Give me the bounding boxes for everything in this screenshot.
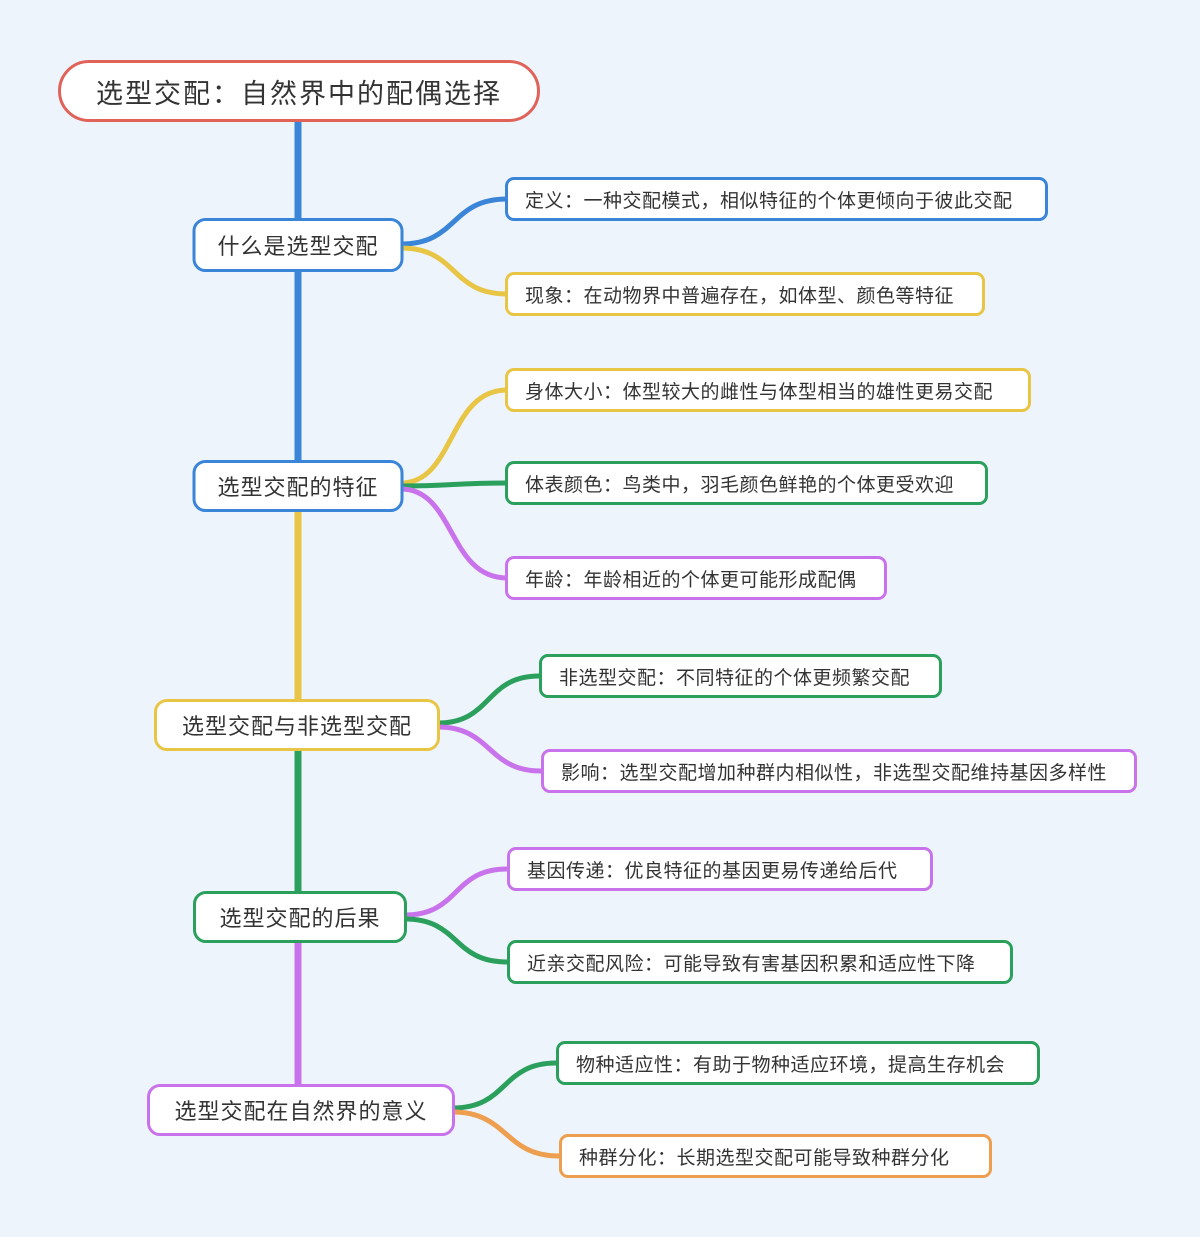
branch-node-features[interactable]: 选型交配的特征 — [192, 460, 404, 512]
branch-node-significance[interactable]: 选型交配在自然界的意义 — [147, 1084, 455, 1136]
connector-branch2-child2 — [398, 480, 510, 489]
branch-label: 什么是选型交配 — [217, 234, 379, 259]
child-label: 物种适应性：有助于物种适应环境，提高生存机会 — [576, 1054, 1006, 1076]
connector-branch3-child1 — [435, 673, 542, 726]
connector-branch2-child1 — [398, 387, 510, 486]
child-node-population-divergence[interactable]: 种群分化：长期选型交配可能导致种群分化 — [559, 1134, 992, 1178]
child-node-inbreeding-risk[interactable]: 近亲交配风险：可能导致有害基因积累和适应性下降 — [507, 940, 1013, 984]
child-node-body-size[interactable]: 身体大小：体型较大的雌性与体型相当的雄性更易交配 — [505, 368, 1031, 412]
branch-label: 选型交配的特征 — [217, 475, 379, 500]
root-label: 选型交配：自然界中的配偶选择 — [96, 78, 502, 109]
child-node-phenomenon[interactable]: 现象：在动物界中普遍存在，如体型、颜色等特征 — [505, 272, 985, 316]
connector-branch4-child1 — [402, 866, 510, 918]
branch-label: 选型交配与非选型交配 — [181, 714, 412, 739]
connector-branch5-child1 — [450, 1060, 559, 1111]
child-label: 基因传递：优良特征的基因更易传递给后代 — [527, 860, 898, 882]
child-label: 影响：选型交配增加种群内相似性，非选型交配维持基因多样性 — [561, 762, 1108, 784]
child-label: 现象：在动物界中普遍存在，如体型、颜色等特征 — [525, 285, 955, 307]
child-label: 年龄：年龄相近的个体更可能形成配偶 — [525, 569, 857, 591]
child-node-body-color[interactable]: 体表颜色：鸟类中，羽毛颜色鲜艳的个体更受欢迎 — [505, 461, 988, 505]
child-node-age[interactable]: 年龄：年龄相近的个体更可能形成配偶 — [505, 556, 887, 600]
child-node-non-assortative[interactable]: 非选型交配：不同特征的个体更频繁交配 — [539, 654, 942, 698]
child-node-impact[interactable]: 影响：选型交配增加种群内相似性，非选型交配维持基因多样性 — [541, 749, 1137, 793]
child-node-definition[interactable]: 定义：一种交配模式，相似特征的个体更倾向于彼此交配 — [505, 177, 1048, 221]
child-label: 身体大小：体型较大的雌性与体型相当的雄性更易交配 — [525, 381, 994, 403]
branch-node-vs-non-assortative[interactable]: 选型交配与非选型交配 — [154, 699, 440, 751]
connector-branch5-child2 — [450, 1109, 562, 1159]
child-node-gene-transfer[interactable]: 基因传递：优良特征的基因更易传递给后代 — [507, 847, 933, 891]
connector-branch3-child2 — [435, 724, 544, 774]
branch-node-consequences[interactable]: 选型交配的后果 — [193, 891, 407, 943]
child-node-species-adaptability[interactable]: 物种适应性：有助于物种适应环境，提高生存机会 — [556, 1041, 1040, 1085]
branch-label: 选型交配的后果 — [219, 906, 381, 931]
connector-branch2-child3 — [398, 486, 510, 581]
connector-branch1-child1 — [398, 196, 510, 247]
connector-branch1-child2 — [398, 245, 510, 297]
connector-branch4-child2 — [402, 916, 510, 965]
root-node[interactable]: 选型交配：自然界中的配偶选择 — [58, 60, 540, 122]
child-label: 近亲交配风险：可能导致有害基因积累和适应性下降 — [527, 953, 976, 975]
child-label: 非选型交配：不同特征的个体更频繁交配 — [559, 667, 911, 689]
child-label: 体表颜色：鸟类中，羽毛颜色鲜艳的个体更受欢迎 — [525, 474, 955, 496]
child-label: 种群分化：长期选型交配可能导致种群分化 — [579, 1147, 950, 1169]
branch-node-what-is[interactable]: 什么是选型交配 — [192, 218, 404, 272]
child-label: 定义：一种交配模式，相似特征的个体更倾向于彼此交配 — [525, 190, 1013, 212]
branch-label: 选型交配在自然界的意义 — [174, 1099, 428, 1124]
